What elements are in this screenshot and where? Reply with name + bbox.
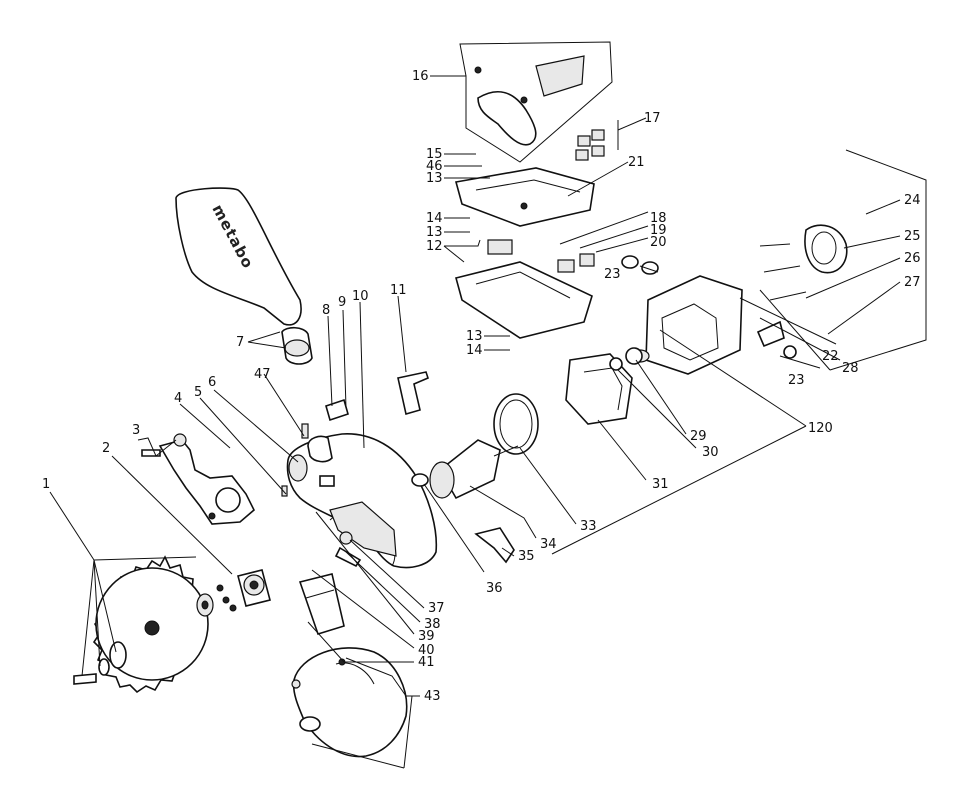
electronics-base bbox=[455, 239, 595, 339]
armature bbox=[411, 439, 519, 500]
callout-11: 11 bbox=[390, 283, 407, 298]
seal-ring bbox=[493, 393, 539, 455]
callout-31: 31 bbox=[652, 477, 669, 492]
callout-21: 21 bbox=[628, 155, 645, 170]
callout-17: 17 bbox=[644, 111, 661, 126]
callout-9: 9 bbox=[338, 295, 346, 310]
callout-23-a: 23 bbox=[604, 267, 621, 282]
callout-16: 16 bbox=[412, 69, 429, 84]
callout-38: 38 bbox=[424, 617, 441, 632]
stator bbox=[565, 353, 633, 425]
callout-14-b: 14 bbox=[466, 343, 483, 358]
callout-20: 20 bbox=[650, 235, 667, 250]
bracket-11 bbox=[397, 371, 429, 416]
callout-22: 22 bbox=[822, 349, 839, 364]
callout-34: 34 bbox=[540, 537, 557, 552]
callout-19: 19 bbox=[650, 223, 667, 238]
guard-plate bbox=[298, 573, 345, 635]
flange-set bbox=[73, 593, 214, 685]
motor-housing bbox=[630, 275, 743, 375]
callout-12: 12 bbox=[426, 239, 443, 254]
leader-lines bbox=[49, 41, 927, 769]
callout-14-a: 14 bbox=[426, 211, 443, 226]
callout-30: 30 bbox=[702, 445, 719, 460]
callout-25: 25 bbox=[904, 229, 921, 244]
callout-8: 8 bbox=[322, 303, 330, 318]
callout-23-b: 23 bbox=[788, 373, 805, 388]
brushes bbox=[756, 243, 807, 359]
brush-piece-23 bbox=[621, 255, 659, 275]
callout-28: 28 bbox=[842, 361, 859, 376]
lower-guard bbox=[291, 647, 408, 758]
parts-drawing: metabo bbox=[73, 55, 848, 758]
fan-cover bbox=[804, 224, 848, 274]
callout-120: 120 bbox=[808, 421, 833, 436]
switch-contacts bbox=[575, 129, 605, 161]
callout-2: 2 bbox=[102, 441, 110, 456]
callout-13-b: 13 bbox=[426, 225, 443, 240]
guard-lever bbox=[141, 433, 255, 525]
callout-1: 1 bbox=[42, 477, 50, 492]
dust-bag: metabo bbox=[175, 187, 313, 365]
callout-47: 47 bbox=[254, 367, 271, 382]
callout-37: 37 bbox=[428, 601, 445, 616]
callout-35: 35 bbox=[518, 549, 535, 564]
callout-3: 3 bbox=[132, 423, 140, 438]
callout-13-a: 13 bbox=[426, 171, 443, 186]
callout-36: 36 bbox=[486, 581, 503, 596]
callout-15: 15 bbox=[426, 147, 443, 162]
callout-27: 27 bbox=[904, 275, 921, 290]
saw-blade bbox=[92, 555, 209, 694]
callout-39: 39 bbox=[418, 629, 435, 644]
callout-29: 29 bbox=[690, 429, 707, 444]
callout-33: 33 bbox=[580, 519, 597, 534]
bearings bbox=[609, 347, 643, 371]
callout-13-c: 13 bbox=[466, 329, 483, 344]
callout-7: 7 bbox=[236, 335, 244, 350]
callout-4: 4 bbox=[174, 391, 182, 406]
callout-43: 43 bbox=[424, 689, 441, 704]
callout-5: 5 bbox=[194, 385, 202, 400]
spindle-flange bbox=[216, 569, 271, 612]
callout-10: 10 bbox=[352, 289, 369, 304]
top-cover bbox=[454, 167, 595, 227]
spring-clip bbox=[474, 527, 515, 564]
callout-24: 24 bbox=[904, 193, 921, 208]
callout-6: 6 bbox=[208, 375, 216, 390]
callout-26: 26 bbox=[904, 251, 921, 266]
saw-head-housing bbox=[286, 433, 438, 569]
handle-assembly bbox=[474, 55, 585, 146]
callout-labels: 1 2 3 4 5 6 7 8 9 10 11 12 13 13 13 14 1… bbox=[42, 69, 921, 704]
callout-46: 46 bbox=[426, 159, 443, 174]
callout-40: 40 bbox=[418, 643, 435, 658]
callout-41: 41 bbox=[418, 655, 435, 670]
callout-18: 18 bbox=[650, 211, 667, 226]
